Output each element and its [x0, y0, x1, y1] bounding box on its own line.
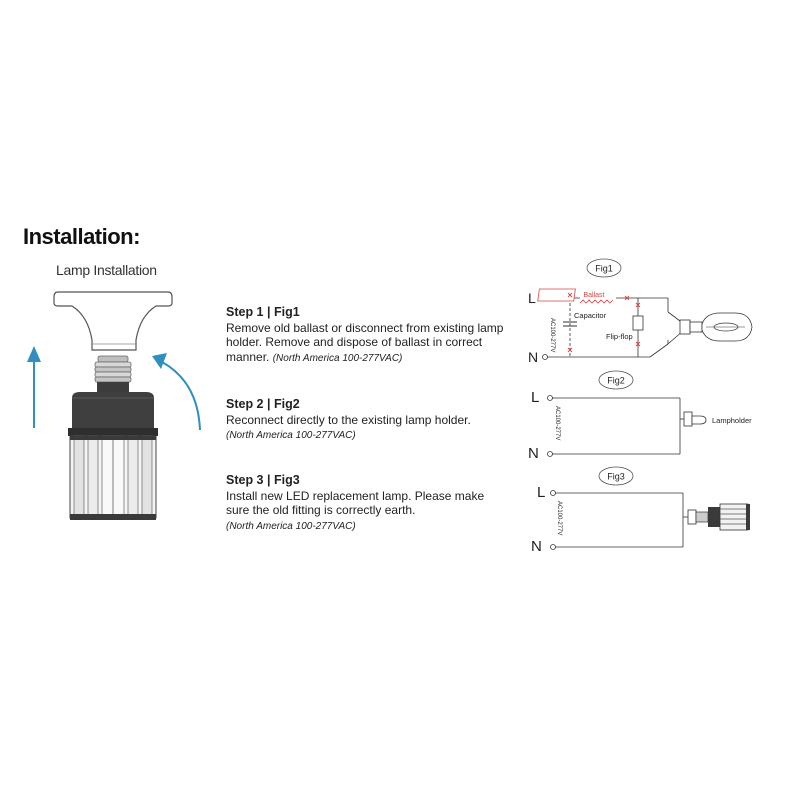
fig3-l-label: L — [537, 484, 545, 501]
page-title: Installation: — [23, 224, 140, 249]
fig3-led-lamp — [683, 503, 750, 531]
step-3-text: Install new LED replacement lamp. Please… — [226, 488, 485, 518]
fig2-lampholder — [680, 411, 707, 427]
fig3-diagram: Fig3 L N AC100-277V — [531, 466, 750, 555]
lamp-driver-housing — [72, 392, 154, 428]
fig3-voltage: AC100-277V — [556, 501, 562, 535]
fig3-label: Fig3 — [607, 472, 625, 482]
fig1-voltage: AC100-277V — [549, 318, 555, 352]
fig1-n-label: N — [528, 349, 538, 365]
step-2-note: (North America 100-277VAC) — [226, 430, 356, 441]
fig2-lampholder-label: Lampholder — [712, 416, 752, 425]
fig2-voltage: AC100-277V — [554, 406, 560, 440]
up-arrow-icon — [27, 346, 41, 428]
fig2-l-label: L — [531, 389, 539, 406]
fig1-cut-marks — [567, 292, 641, 353]
fig1-label: Fig1 — [595, 264, 613, 274]
led-fins — [69, 435, 157, 520]
fig2-n-label: N — [528, 445, 539, 462]
lamp-illustration — [27, 291, 201, 520]
screw-base — [94, 355, 132, 392]
fig2-label: Fig2 — [607, 376, 625, 386]
lamp-installation-title: Lamp Installation — [56, 262, 157, 278]
step-1: Step 1 | Fig1 Remove old ballast or disc… — [226, 305, 506, 366]
fig3-n-label: N — [531, 538, 542, 555]
fig1-diagram: Fig1 L N AC100-277V Ballast Capacitor Fl… — [528, 258, 753, 365]
fig1-flipflop-label: Flip-flop — [606, 332, 633, 341]
step-1-note: (North America 100-277VAC) — [272, 352, 403, 364]
fig1-hid-lamp — [679, 312, 753, 342]
step-1-heading: Step 1 | Fig1 — [226, 305, 300, 319]
step-3-heading: Step 3 | Fig3 — [226, 473, 300, 487]
step-2: Step 2 | Fig2 Reconnect directly to the … — [226, 397, 506, 444]
fig1-capacitor-label: Capacitor — [574, 311, 607, 320]
step-3-note: (North America 100-277VAC) — [226, 520, 356, 532]
fixture-socket — [53, 291, 173, 351]
step-1-text: Remove old ballast or disconnect from ex… — [226, 320, 504, 364]
fig1-ballast-label: Ballast — [583, 292, 604, 299]
fig2-diagram: Fig2 L N AC100-277V Lampholder — [528, 370, 752, 462]
step-3: Step 3 | Fig3 Install new LED replacemen… — [226, 473, 506, 534]
step-2-heading: Step 2 | Fig2 — [226, 397, 300, 411]
fig1-l-label: L — [528, 290, 536, 306]
curved-arrow-icon — [152, 353, 201, 431]
step-2-text: Reconnect directly to the existing lamp … — [226, 412, 471, 427]
